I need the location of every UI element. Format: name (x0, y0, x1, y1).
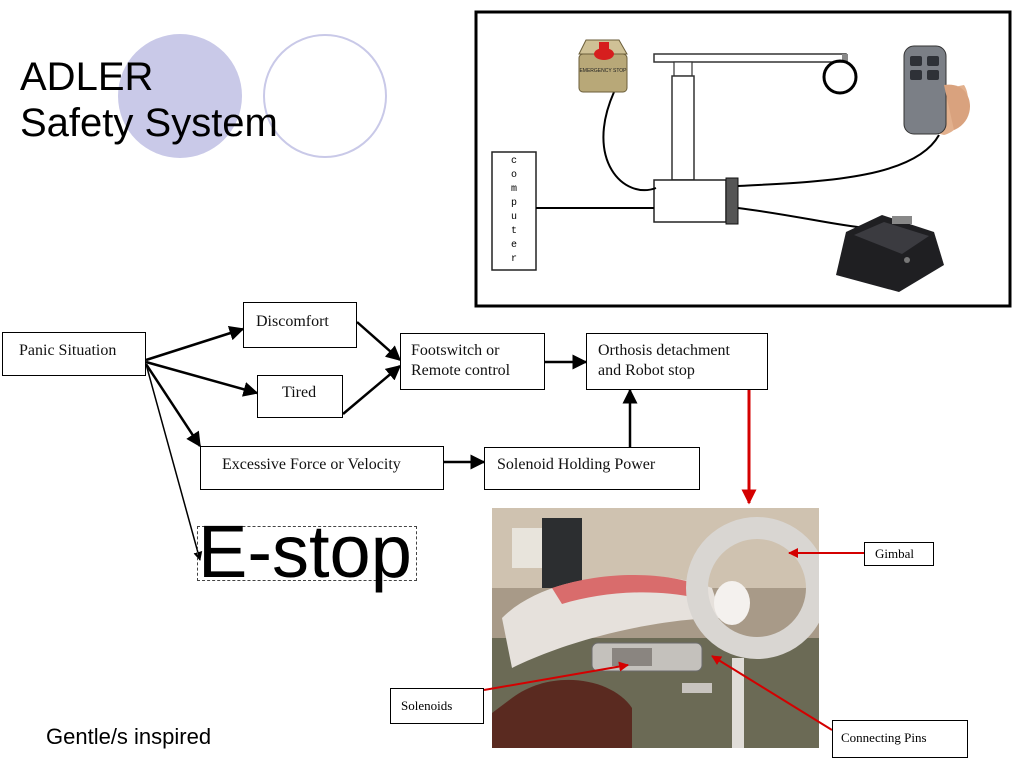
decor-circle-outline (263, 34, 387, 158)
label-connecting-pins: Connecting Pins (832, 720, 968, 758)
computer-letter: m (511, 184, 517, 195)
title-line-2: Safety System (20, 101, 278, 145)
node-orthosis-detachment: Orthosis detachment and Robot stop (586, 333, 768, 390)
computer-letter: t (511, 226, 517, 237)
node-orthosis-line2: and Robot stop (598, 362, 695, 379)
emergency-stop-text: EMERGENCY STOP (579, 68, 627, 74)
node-excessive-text: Excessive Force or Velocity (222, 456, 401, 473)
orthosis-photo (492, 508, 819, 748)
decor-circle-filled (118, 34, 242, 158)
label-gimbal: Gimbal (864, 542, 934, 566)
callout-connecting-pins (711, 655, 833, 731)
emergency-stop-icon: EMERGENCY STOP (578, 39, 628, 93)
footer-credit: Gentle/s inspired (46, 724, 212, 749)
arrow-panic-excessive (144, 363, 202, 448)
arrow-discomfort-footswitch (356, 321, 402, 361)
node-footswitch-line2: Remote control (411, 362, 511, 379)
node-tired: Tired (257, 375, 343, 418)
label-gimbal-text: Gimbal (875, 546, 914, 561)
computer-letter: e (511, 240, 517, 251)
computer-letter: c (511, 156, 517, 167)
node-solenoid-text: Solenoid Holding Power (497, 456, 656, 473)
callout-solenoids (483, 661, 629, 691)
footswitch-icon (836, 215, 944, 292)
node-panic-situation: Panic Situation (2, 332, 146, 376)
label-solenoids: Solenoids (390, 688, 484, 724)
remote-control-icon (903, 45, 971, 135)
label-solenoids-text: Solenoids (401, 698, 453, 713)
estop-label: E-stop (197, 515, 417, 589)
computer-letter: p (511, 198, 517, 209)
arrow-panic-estop (145, 363, 203, 561)
arrow-panic-discomfort (145, 325, 245, 362)
estop-text: E-stop (198, 510, 412, 593)
computer-letter: u (511, 212, 517, 223)
node-footswitch: Footswitch or Remote control (400, 333, 545, 390)
node-panic-text: Panic Situation (19, 342, 117, 359)
computer-label: c o m p u t e r (511, 156, 517, 265)
node-discomfort-text: Discomfort (256, 313, 329, 330)
node-tired-text: Tired (282, 384, 317, 401)
label-connecting-pins-text: Connecting Pins (841, 730, 927, 745)
node-discomfort: Discomfort (243, 302, 357, 348)
title-line-1: ADLER (20, 55, 154, 99)
slide-title: ADLER Safety System (20, 54, 278, 146)
node-solenoid-holding-power: Solenoid Holding Power (484, 447, 700, 490)
computer-letter: o (511, 170, 517, 181)
computer-letter: r (511, 254, 517, 265)
arrow-panic-tired (145, 360, 259, 397)
node-footswitch-line1: Footswitch or (411, 342, 500, 359)
node-orthosis-line1: Orthosis detachment (598, 342, 730, 359)
node-excessive-force: Excessive Force or Velocity (200, 446, 444, 490)
arrow-tired-footswitch (342, 365, 402, 415)
system-diagram: c o m p u t e r EMERGENCY STOP (474, 10, 1012, 308)
